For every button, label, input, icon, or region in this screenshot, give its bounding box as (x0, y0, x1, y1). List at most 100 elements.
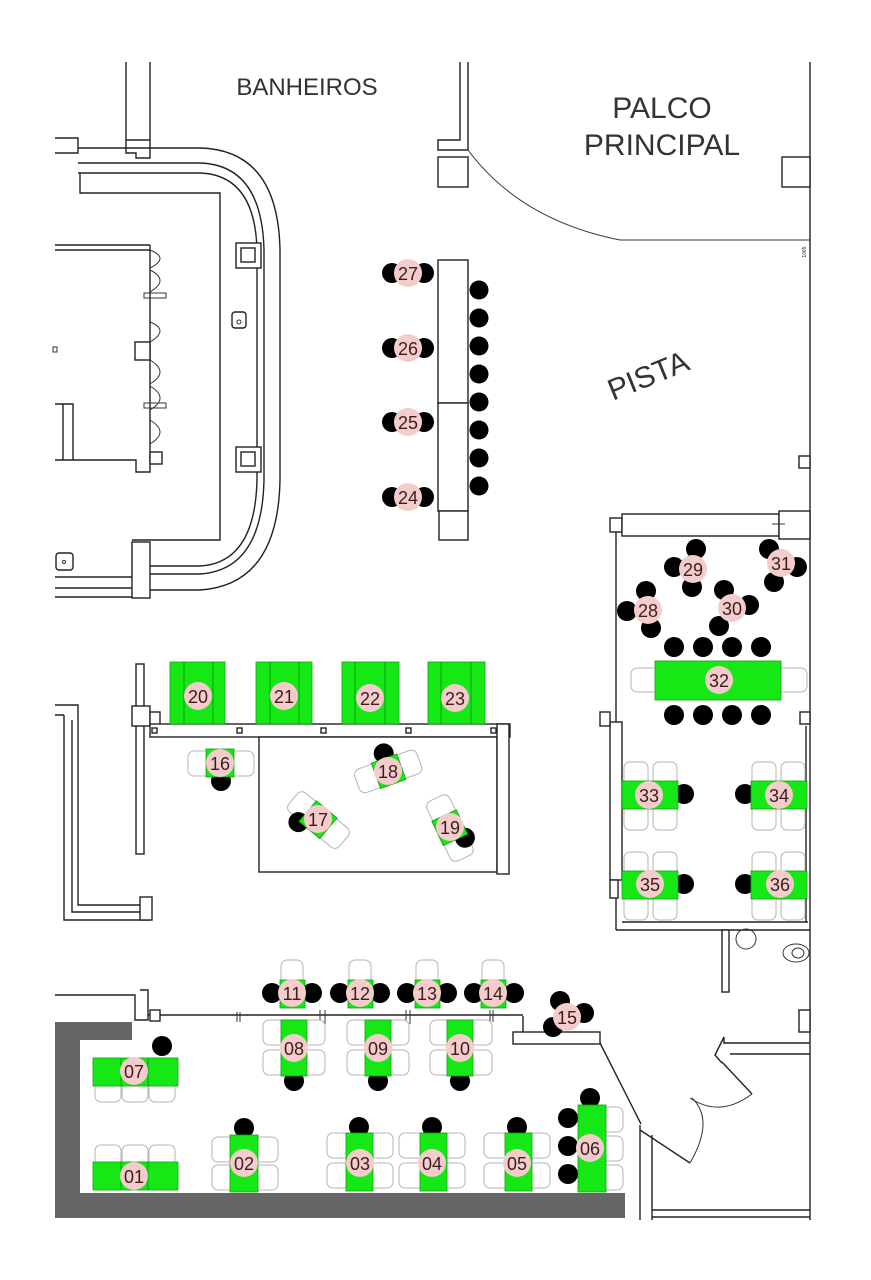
table-18[interactable]: 18 (347, 733, 423, 795)
table-24[interactable]: 24 (382, 483, 434, 511)
table-15[interactable]: 15 (543, 991, 594, 1037)
table-07[interactable]: 07 (92, 1036, 179, 1103)
table-30[interactable]: 30 (709, 580, 759, 636)
toilet-icon (782, 943, 810, 963)
table-number-label: 17 (308, 810, 328, 830)
seat-icon (580, 1088, 600, 1108)
table-number-label: 30 (722, 599, 742, 619)
table-number-label: 19 (440, 818, 460, 838)
table-10[interactable]: 10 (429, 1019, 493, 1091)
area-label-stage-line1: PALCO (612, 92, 711, 125)
table-16[interactable]: 16 (187, 748, 255, 791)
table-number-badge (304, 805, 332, 833)
table-29[interactable]: 29 (664, 539, 707, 597)
table-25[interactable]: 25 (382, 408, 434, 436)
table-number-label: 18 (378, 762, 398, 782)
table-04[interactable]: 04 (398, 1117, 466, 1192)
sink-icon (55, 552, 74, 571)
table-number-badge (356, 684, 384, 712)
table-35[interactable]: 35 (621, 851, 694, 921)
table-number-badge (374, 757, 402, 785)
table-36[interactable]: 36 (735, 851, 808, 921)
table-09[interactable]: 09 (346, 1019, 410, 1091)
table-number-badge (634, 596, 662, 624)
seat-icon (674, 874, 694, 894)
table-14[interactable]: 14 (464, 959, 524, 1009)
table-number-label: 13 (417, 984, 437, 1004)
table-12[interactable]: 12 (330, 959, 390, 1009)
sink-icon (735, 928, 757, 950)
bar-stool (469, 308, 489, 328)
table-number-badge (635, 781, 663, 809)
table-number-badge (503, 1149, 531, 1177)
table-11[interactable]: 11 (262, 959, 322, 1009)
table-23[interactable]: 23 (427, 661, 486, 725)
table-08[interactable]: 08 (262, 1019, 326, 1091)
table-03[interactable]: 03 (326, 1117, 394, 1192)
table-number-label: 35 (640, 875, 660, 895)
table-number-badge (705, 666, 733, 694)
seat-icon (504, 983, 524, 1003)
seat-icon (397, 983, 417, 1003)
bar-stool (469, 476, 489, 496)
seat-icon (751, 705, 771, 725)
table-number-label: 33 (639, 786, 659, 806)
seat-icon (507, 1117, 527, 1137)
table-27[interactable]: 27 (382, 259, 434, 287)
table-number-label: 12 (350, 984, 370, 1004)
table-number-label: 21 (274, 687, 294, 707)
table-number-label: 26 (398, 339, 418, 359)
seat-icon (735, 784, 755, 804)
table-21[interactable]: 21 (255, 661, 313, 725)
table-05[interactable]: 05 (483, 1117, 551, 1192)
table-number-badge (184, 682, 212, 710)
table-number-label: 15 (557, 1008, 577, 1028)
table-number-label: 10 (450, 1039, 470, 1059)
table-33[interactable]: 33 (621, 761, 694, 831)
table-number-badge (230, 1149, 258, 1177)
table-34[interactable]: 34 (735, 761, 808, 831)
table-number-label: 08 (284, 1039, 304, 1059)
table-number-label: 06 (580, 1139, 600, 1159)
table-number-label: 31 (771, 554, 791, 574)
area-label-stage-line2: PRINCIPAL (584, 129, 740, 162)
seat-icon (302, 983, 322, 1003)
seat-icon (722, 637, 742, 657)
table-28[interactable]: 28 (617, 581, 662, 638)
table-19[interactable]: 19 (424, 790, 482, 864)
table-17[interactable]: 17 (277, 788, 352, 860)
dimension-mark-1065: 1065 (802, 246, 808, 257)
table-number-badge (394, 334, 422, 362)
table-number-label: 24 (398, 488, 418, 508)
table-number-label: 29 (683, 560, 703, 580)
seat-icon (664, 637, 684, 657)
bar-stool (469, 336, 489, 356)
table-31[interactable]: 31 (759, 539, 807, 592)
table-number-label: 28 (638, 601, 658, 621)
table-22[interactable]: 22 (341, 661, 400, 725)
seat-icon (664, 557, 684, 577)
table-number-badge (479, 979, 507, 1007)
table-20[interactable]: 20 (169, 661, 226, 725)
table-26[interactable]: 26 (382, 334, 434, 362)
table-number-label: 20 (188, 687, 208, 707)
table-32[interactable]: 32 (630, 637, 808, 725)
seat-icon (370, 983, 390, 1003)
table-13[interactable]: 13 (397, 959, 457, 1009)
seat-icon (330, 983, 350, 1003)
table-number-badge (418, 1149, 446, 1177)
seat-icon (722, 705, 742, 725)
table-number-badge (394, 408, 422, 436)
table-06[interactable]: 06 (558, 1088, 624, 1193)
seat-icon (751, 637, 771, 657)
bar-counter (437, 259, 469, 541)
bar-stool (469, 392, 489, 412)
table-number-label: 22 (360, 689, 380, 709)
chair-outline (776, 667, 808, 693)
table-01[interactable]: 01 (92, 1144, 179, 1191)
seat-icon (422, 1117, 442, 1137)
table-02[interactable]: 02 (211, 1118, 279, 1193)
area-label-dance-floor: PISTA (603, 345, 694, 407)
